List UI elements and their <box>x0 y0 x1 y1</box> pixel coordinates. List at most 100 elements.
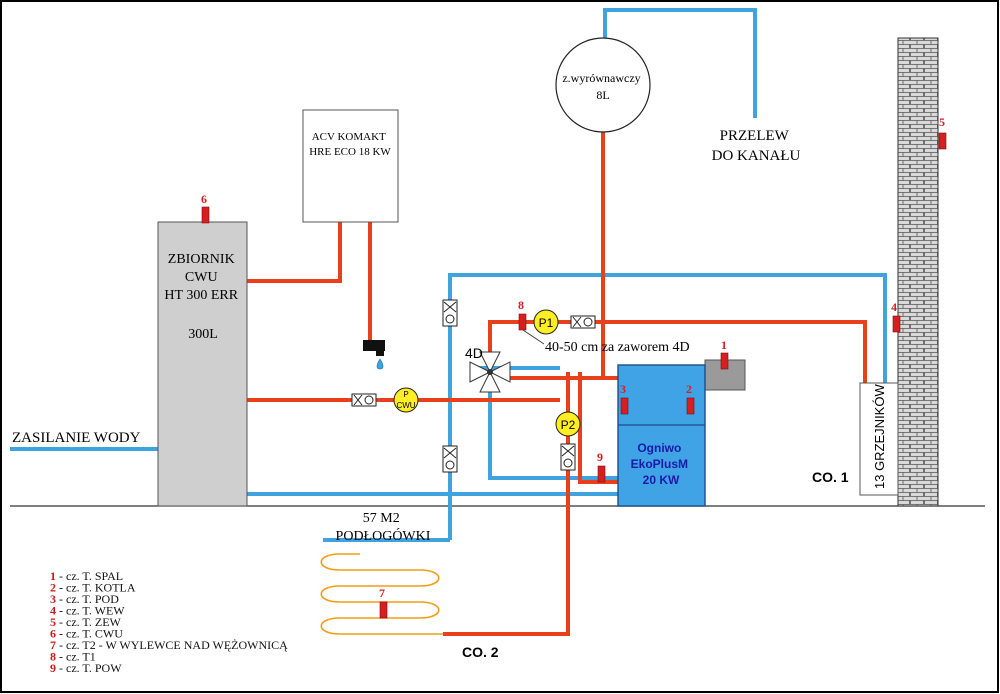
sensor-9-label: 9 <box>597 450 603 464</box>
dhw-tank <box>157 221 248 507</box>
water-supply-label: ZASILANIE WODY <box>12 430 141 446</box>
brick-wall <box>897 37 939 507</box>
legend-item-4: 4 - cz. T. WEW <box>50 604 125 618</box>
co2-label: CO. 2 <box>462 644 499 660</box>
p2-link-pipe <box>578 372 620 484</box>
pump-p2: P2 <box>555 411 581 437</box>
tank-label-line-1: ZBIORNIK <box>168 252 235 267</box>
legend-item-text: - cz. T. POW <box>59 661 122 675</box>
valve-4d-label: 4D <box>465 345 483 361</box>
tank-label-line-2: CWU <box>185 270 218 285</box>
boiler-label-line-1: Ogniwo <box>637 441 681 455</box>
legend-item-number: 2 <box>50 581 59 595</box>
legend-item-6: 6 - cz. T. CWU <box>50 627 123 641</box>
pump-cwu-label-2: CWU <box>396 401 415 410</box>
acv-boiler <box>302 109 399 223</box>
sensor-2-label: 2 <box>686 382 692 396</box>
legend-item-number: 7 <box>50 638 59 652</box>
tank-label-line-5: 300L <box>188 327 218 342</box>
acv-label-line-2: HRE ECO 18 KW <box>309 146 391 158</box>
legend-item-text: - cz. T. POD <box>59 592 119 606</box>
boiler-label-line-3: 20 KW <box>643 473 680 487</box>
legend-item-1: 1 - cz. T. SPAL <box>50 569 123 583</box>
legend-item-2: 2 - cz. T. KOTLA <box>50 581 136 595</box>
co2-supply-pipe <box>443 372 570 636</box>
acv-label-line-1: ACV KOMAKT <box>312 131 386 143</box>
overflow-pipe <box>603 8 757 118</box>
acv-to-tank-pipe <box>247 222 342 283</box>
legend-item-text: - cz. T. CWU <box>59 627 123 641</box>
pump-p1: P1 <box>533 309 559 335</box>
cold-pipes <box>10 8 887 542</box>
sensor-1-label: 1 <box>721 338 727 352</box>
pump-p2-label: P2 <box>561 418 576 432</box>
sensor-5-label: 5 <box>939 115 945 129</box>
check-valve-icon <box>442 299 458 327</box>
pump-p1-label: P1 <box>539 316 554 330</box>
mixing-valve-4d-icon <box>469 351 511 393</box>
legend-item-text: - cz. T2 - W WYLEWCE NAD WĘŻOWNICĄ <box>59 638 288 652</box>
overflow-label-line-1: PRZELEW <box>720 128 790 144</box>
legend-item-text: - cz. T. ZEW <box>59 615 122 629</box>
hot-pipes <box>247 130 867 636</box>
legend-item-number: 3 <box>50 592 59 606</box>
sensor-2 <box>686 397 695 415</box>
sensor-7 <box>379 601 388 619</box>
expansion-vessel <box>555 37 651 133</box>
sensor-4 <box>892 315 901 333</box>
overflow-label: PRZELEW DO KANAŁU <box>712 128 801 164</box>
sensor-1 <box>720 352 729 370</box>
legend-item-7: 7 - cz. T2 - W WYLEWCE NAD WĘŻOWNICĄ <box>50 638 288 652</box>
legend-item-number: 1 <box>50 569 59 583</box>
floor-heating-coil <box>320 553 443 635</box>
check-valve-icon <box>442 445 458 473</box>
sensor-8 <box>518 313 527 331</box>
legend-item-text: - cz. T. KOTLA <box>59 581 136 595</box>
legend-item-number: 9 <box>50 661 59 675</box>
sensor-3-label: 3 <box>620 382 626 396</box>
sensor-6 <box>201 206 210 224</box>
legend-item-number: 8 <box>50 650 59 664</box>
legend-item-8: 8 - cz. T1 <box>50 650 96 664</box>
acv-label: ACV KOMAKT HRE ECO 18 KW <box>309 131 391 158</box>
radiators-box <box>859 382 899 496</box>
legend-item-3: 3 - cz. T. POD <box>50 592 119 606</box>
note-leader-line <box>522 329 545 345</box>
expansion-label-line-1: z.wyrównawczy <box>562 71 640 85</box>
main-boiler <box>617 364 706 507</box>
check-valve-icon <box>570 315 596 329</box>
tank-label-line-3: HT 300 ERR <box>164 288 238 303</box>
sensor-3 <box>620 397 629 415</box>
legend-item-5: 5 - cz. T. ZEW <box>50 615 122 629</box>
floor-heating-label: 57 M2 PODŁOGÓWKI <box>336 511 431 544</box>
valve-note-label: 40-50 cm za zaworem 4D <box>545 340 690 355</box>
co1-return-loop <box>448 273 887 540</box>
sensor-5 <box>938 132 947 150</box>
sensor-8-label: 8 <box>518 298 524 312</box>
check-valve-icon <box>560 443 576 471</box>
radiators-label: 13 GRZEJNIKÓW <box>872 384 887 489</box>
floor-heating-line-1: 57 M2 <box>363 511 400 526</box>
sensor-group: 1 2 3 4 5 6 7 8 9 <box>201 115 947 619</box>
floor-heating-line-2: PODŁOGÓWKI <box>336 527 431 544</box>
sensor-7-label: 7 <box>379 586 385 600</box>
legend-item-number: 5 <box>50 615 59 629</box>
legend-item-9: 9 - cz. T. POW <box>50 661 122 675</box>
legend-item-text: - cz. T. SPAL <box>59 569 123 583</box>
legend-item-number: 6 <box>50 627 59 641</box>
pump-cwu: P CWU <box>393 387 419 413</box>
legend-item-text: - cz. T. WEW <box>59 604 125 618</box>
legend-item-text: - cz. T1 <box>59 650 96 664</box>
boiler-label: Ogniwo EkoPlusM 20 KW <box>631 441 692 487</box>
overflow-label-line-2: DO KANAŁU <box>712 148 801 164</box>
sensor-6-label: 6 <box>201 192 207 206</box>
co1-label: CO. 1 <box>812 469 849 485</box>
expansion-label: z.wyrównawczy 8L <box>562 71 643 102</box>
pump-cwu-label-1: P <box>403 390 408 399</box>
sensor-4-label: 4 <box>891 300 897 314</box>
boiler-label-line-2: EkoPlusM <box>631 457 688 471</box>
